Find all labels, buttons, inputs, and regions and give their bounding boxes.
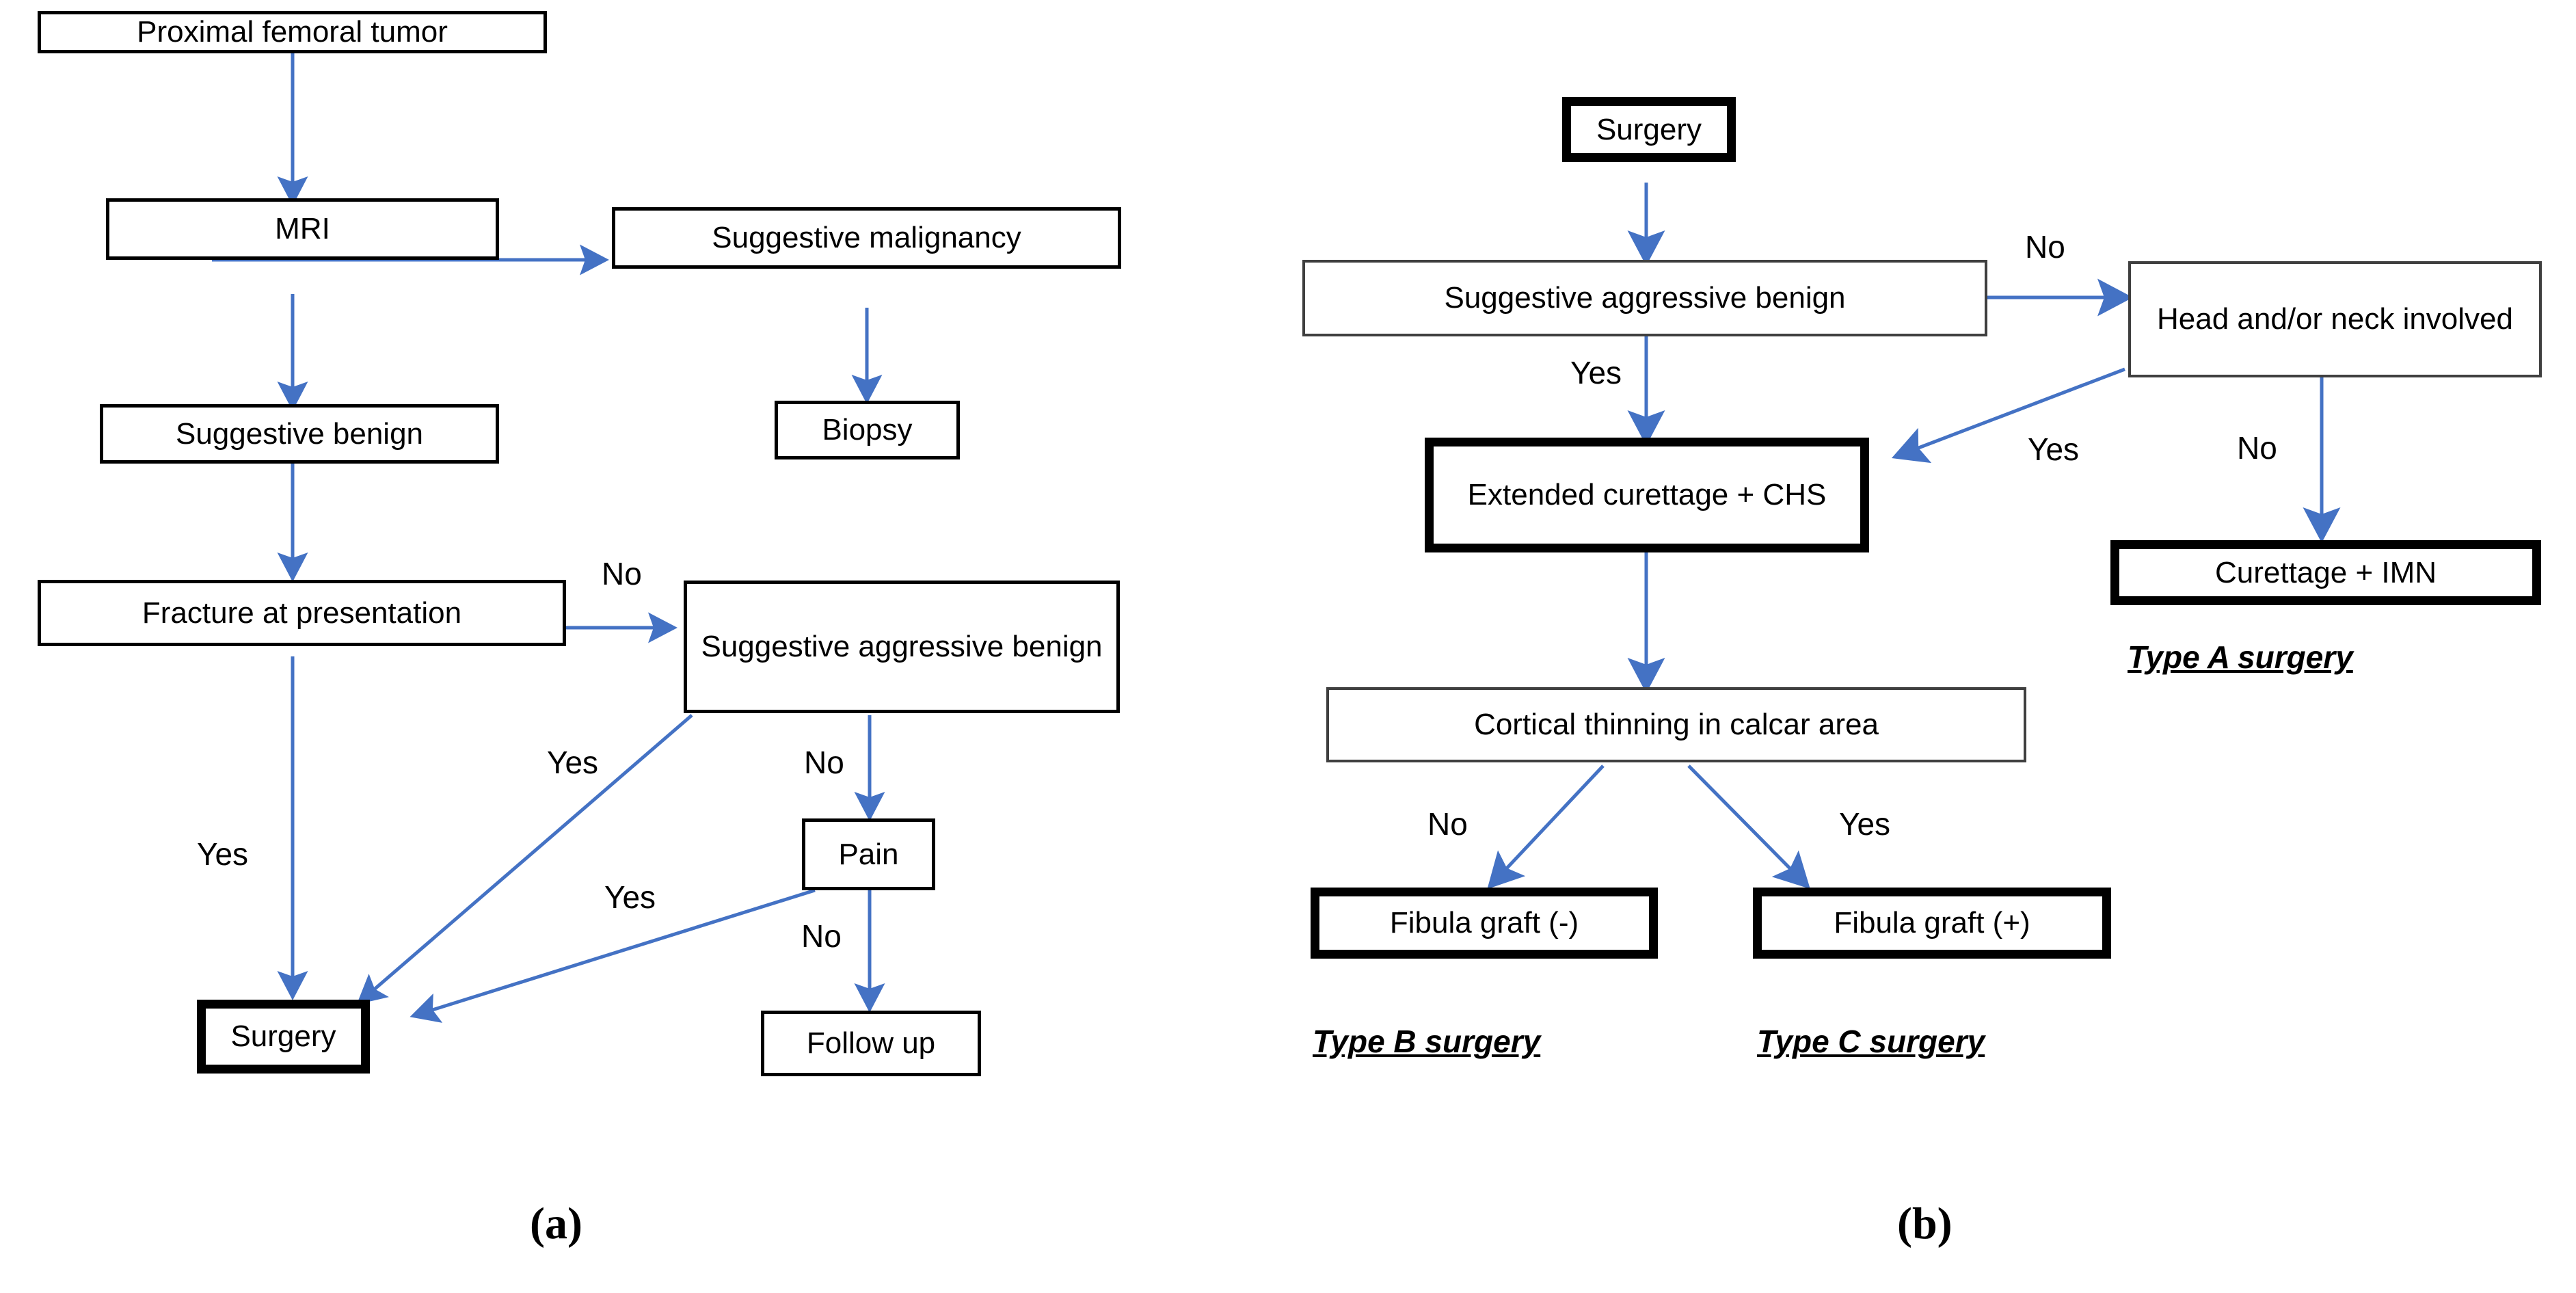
node-surgery-a[interactable]: Surgery — [197, 1000, 370, 1074]
node-label: Surgery — [1596, 112, 1702, 146]
edge-label-b-yes-head: Yes — [2028, 431, 2080, 467]
node-curettage-imn[interactable]: Curettage + IMN — [2110, 540, 2541, 605]
edge-b-head-to-curettage — [1891, 367, 2125, 464]
node-label: Suggestive aggressive benign — [701, 630, 1103, 664]
node-cortical-thinning[interactable]: Cortical thinning in calcar area — [1326, 687, 2026, 762]
edge-sab-to-surgery — [356, 714, 693, 1005]
edge-b-cortical-to-fibula-plus — [1687, 764, 1810, 889]
node-label: Fibula graft (-) — [1389, 906, 1579, 940]
node-fibula-graft-plus[interactable]: Fibula graft (+) — [1753, 888, 2111, 959]
node-suggestive-aggressive-benign[interactable]: Suggestive aggressive benign — [684, 581, 1120, 713]
type-c-surgery-label: Type C surgery — [1757, 1024, 1985, 1059]
node-label: Follow up — [806, 1026, 936, 1061]
type-a-surgery-label: Type A surgery — [2128, 639, 2353, 675]
node-label: Suggestive benign — [175, 416, 424, 451]
edge-label-b-yes-cortical: Yes — [1839, 806, 1891, 842]
node-suggestive-benign[interactable]: Suggestive benign — [100, 404, 499, 464]
node-label: Suggestive aggressive benign — [1444, 281, 1846, 315]
node-fracture-at-presentation[interactable]: Fracture at presentation — [38, 580, 566, 646]
node-extended-curettage-chs[interactable]: Extended curettage + CHS — [1425, 438, 1869, 552]
node-label: Cortical thinning in calcar area — [1474, 708, 1879, 742]
node-proximal-femoral-tumor[interactable]: Proximal femoral tumor — [38, 11, 547, 53]
edge-label-b-yes-sab: Yes — [1570, 355, 1622, 390]
node-label: Fibula graft (+) — [1834, 906, 2030, 940]
node-label: MRI — [275, 212, 330, 246]
node-label: Head and/or neck involved — [2157, 302, 2513, 336]
node-pain[interactable]: Pain — [802, 818, 935, 890]
edge-label-no-pain: No — [801, 918, 842, 954]
node-biopsy[interactable]: Biopsy — [775, 401, 960, 459]
edge-label-yes-pain: Yes — [604, 879, 656, 915]
node-label: Surgery — [230, 1019, 336, 1054]
node-label: Pain — [838, 837, 899, 871]
node-fibula-graft-minus[interactable]: Fibula graft (-) — [1311, 888, 1658, 959]
edge-label-no-fracture: No — [602, 556, 642, 591]
edge-label-b-no-sab: No — [2025, 229, 2065, 265]
node-surgery-b[interactable]: Surgery — [1562, 97, 1736, 162]
edge-label-yes-sab: Yes — [547, 745, 599, 780]
edge-label-yes-fracture: Yes — [197, 836, 249, 872]
node-label: Suggestive malignancy — [712, 221, 1021, 255]
node-label: Fracture at presentation — [142, 596, 462, 630]
node-label: Biopsy — [822, 413, 913, 447]
panel-caption-a: (a) — [530, 1199, 582, 1249]
edge-label-no-sab: No — [804, 745, 844, 780]
node-follow-up[interactable]: Follow up — [761, 1011, 981, 1076]
panel-caption-b: (b) — [1897, 1199, 1953, 1249]
edge-label-b-no-head: No — [2237, 430, 2277, 466]
node-label: Curettage + IMN — [2214, 555, 2437, 589]
edge-b-cortical-to-fibula-minus — [1487, 764, 1605, 890]
node-b-suggestive-aggressive-benign[interactable]: Suggestive aggressive benign — [1302, 260, 1987, 336]
node-label: Proximal femoral tumor — [137, 15, 448, 49]
node-mri[interactable]: MRI — [106, 198, 499, 260]
type-b-surgery-label: Type B surgery — [1313, 1024, 1541, 1059]
node-suggestive-malignancy[interactable]: Suggestive malignancy — [612, 207, 1121, 269]
node-head-neck-involved[interactable]: Head and/or neck involved — [2128, 261, 2542, 377]
node-label: Extended curettage + CHS — [1467, 478, 1827, 512]
edge-label-b-no-cortical: No — [1427, 806, 1468, 842]
